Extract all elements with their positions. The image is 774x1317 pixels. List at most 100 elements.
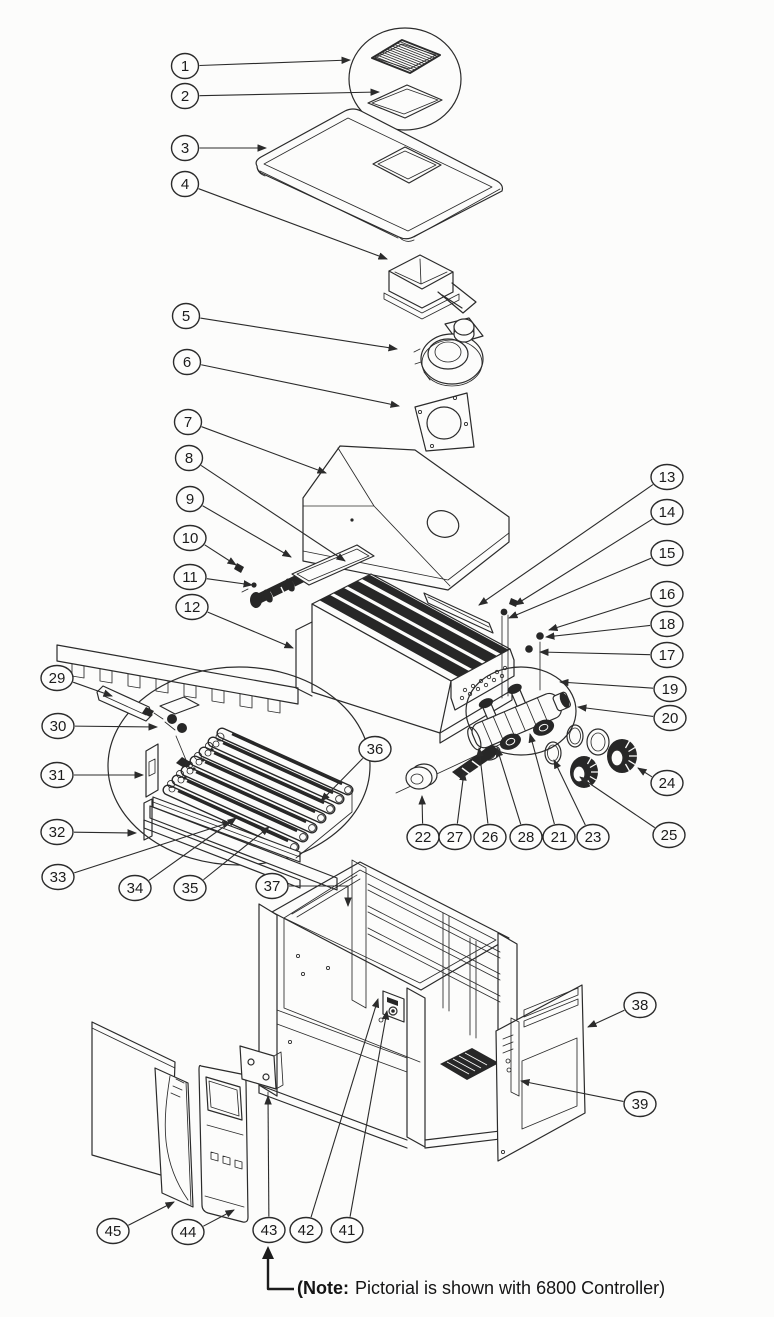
balloon-17: 17 <box>539 641 684 669</box>
balloon-number-3: 3 <box>181 140 189 157</box>
leader-line-29 <box>72 681 113 697</box>
leader-line-45 <box>128 1201 175 1226</box>
balloon-circle-31 <box>40 761 74 789</box>
balloon-number-45: 45 <box>105 1223 122 1240</box>
balloon-27: 27 <box>438 771 472 851</box>
balloon-33: 33 <box>41 821 232 891</box>
balloon-number-30: 30 <box>50 718 67 735</box>
balloon-number-17: 17 <box>659 647 676 664</box>
balloon-11: 11 <box>173 563 253 591</box>
leader-line-34 <box>148 817 237 881</box>
balloon-number-1: 1 <box>181 58 189 75</box>
leader-line-4 <box>198 188 388 260</box>
controller-bracket-part <box>239 1045 284 1102</box>
balloon-39: 39 <box>520 1078 657 1118</box>
leader-line-44 <box>203 1209 235 1227</box>
balloon-circle-45 <box>96 1217 130 1245</box>
balloon-number-19: 19 <box>662 681 679 698</box>
balloon-5: 5 <box>171 302 398 352</box>
leader-line-11 <box>206 578 253 588</box>
leader-line-25 <box>579 776 656 829</box>
balloon-45: 45 <box>96 1201 175 1245</box>
top-detail-circle <box>348 27 462 131</box>
balloon-6: 6 <box>172 348 400 408</box>
leader-line-13 <box>478 484 654 606</box>
balloon-23: 23 <box>553 759 610 851</box>
balloon-43: 43 <box>252 1095 286 1244</box>
cabinet-part <box>258 859 518 1149</box>
leader-line-16 <box>548 597 651 632</box>
leader-line-39 <box>520 1078 624 1102</box>
balloon-circle-39 <box>623 1090 657 1118</box>
balloon-29: 29 <box>40 664 113 697</box>
balloon-number-28: 28 <box>518 829 535 846</box>
balloon-circle-26 <box>473 823 507 851</box>
balloon-25: 25 <box>579 776 686 849</box>
balloon-41: 41 <box>330 1010 390 1244</box>
balloon-13: 13 <box>478 463 684 606</box>
balloon-number-12: 12 <box>184 599 201 616</box>
balloon-circle-4 <box>170 170 200 198</box>
balloon-7: 7 <box>173 408 327 474</box>
balloon-number-31: 31 <box>49 767 66 784</box>
balloon-circle-18 <box>650 610 684 638</box>
balloon-circle-16 <box>650 580 684 608</box>
leader-line-20 <box>577 704 654 717</box>
balloon-circle-25 <box>652 821 686 849</box>
balloon-circle-33 <box>41 863 75 891</box>
balloon-circle-19 <box>653 675 687 703</box>
leader-line-8 <box>200 464 346 562</box>
balloon-number-34: 34 <box>127 880 144 897</box>
balloon-circle-41 <box>330 1216 364 1244</box>
balloon-36: 36 <box>320 735 392 802</box>
leader-line-12 <box>207 611 294 649</box>
balloon-number-6: 6 <box>183 354 191 371</box>
balloon-circle-42 <box>289 1216 323 1244</box>
balloon-21: 21 <box>528 733 576 851</box>
balloon-18: 18 <box>545 610 684 640</box>
balloon-35: 35 <box>173 826 270 902</box>
balloon-12: 12 <box>175 593 294 649</box>
leader-line-37 <box>289 885 352 907</box>
footnote-rest: Pictorial is shown with 6800 Controller) <box>355 1278 665 1298</box>
leader-line-42 <box>310 998 380 1218</box>
leader-line-32 <box>73 829 137 837</box>
leader-line-22 <box>418 795 426 824</box>
balloon-circle-27 <box>438 823 472 851</box>
heat-exchanger-part <box>295 573 544 744</box>
balloon-number-44: 44 <box>180 1224 197 1241</box>
balloon-number-24: 24 <box>659 775 676 792</box>
leader-line-6 <box>201 364 400 408</box>
leader-line-24 <box>637 767 653 778</box>
leader-line-1 <box>199 56 351 67</box>
balloon-number-4: 4 <box>181 176 189 193</box>
balloon-26: 26 <box>473 747 507 851</box>
balloon-number-14: 14 <box>659 504 676 521</box>
burner-tray-part <box>143 727 354 891</box>
balloon-number-11: 11 <box>182 569 198 586</box>
leader-line-18 <box>545 624 651 640</box>
balloon-number-43: 43 <box>261 1222 278 1239</box>
balloon-2: 2 <box>170 82 380 110</box>
leader-line-38 <box>587 1009 625 1028</box>
leader-line-17 <box>539 648 651 656</box>
balloon-circle-13 <box>650 463 684 491</box>
balloon-number-41: 41 <box>339 1222 356 1239</box>
leader-line-7 <box>201 426 327 474</box>
balloon-circle-43 <box>252 1216 286 1244</box>
leader-line-10 <box>204 544 237 566</box>
balloon-28: 28 <box>495 747 543 851</box>
balloon-9: 9 <box>175 485 292 558</box>
balloon-circle-44 <box>171 1218 205 1246</box>
vent-grille-part <box>371 39 441 74</box>
leader-line-36 <box>320 757 364 802</box>
leader-line-19 <box>559 678 654 689</box>
balloon-circle-10 <box>173 524 207 552</box>
vent-adapter-part <box>383 254 477 320</box>
footnote: (Note:Pictorial is shown with 6800 Contr… <box>297 1278 665 1298</box>
balloon-number-29: 29 <box>49 670 66 687</box>
balloon-circle-1 <box>170 52 200 80</box>
balloon-circle-34 <box>118 874 152 902</box>
